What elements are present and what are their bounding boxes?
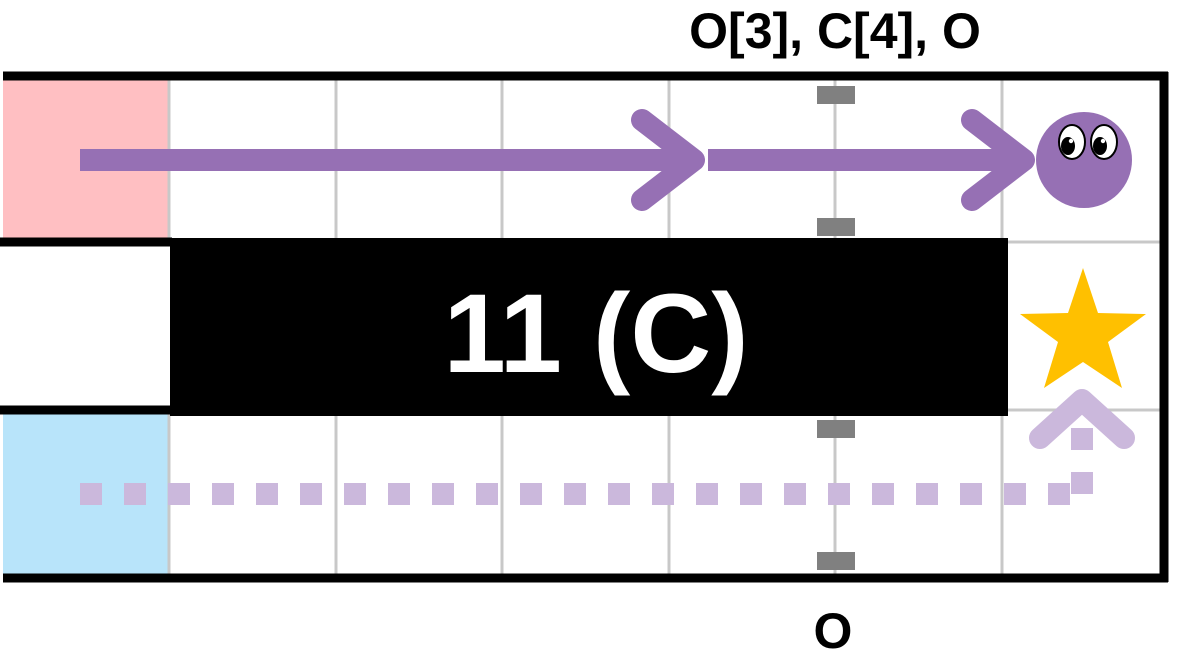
top-label: O[3], C[4], O	[689, 3, 981, 59]
wall-block	[170, 238, 1008, 416]
dotted-path	[80, 389, 1135, 505]
solid-path	[80, 109, 1035, 211]
gate-markers	[817, 86, 855, 570]
gate-marker	[817, 552, 855, 570]
chevron-arrow-icon	[631, 109, 705, 211]
chevron-arrow-icon	[961, 109, 1035, 211]
gold-star-icon	[1020, 268, 1146, 388]
bottom-label: O	[814, 603, 853, 653]
maze-border	[0, 71, 1169, 583]
gate-marker	[817, 218, 855, 236]
chevron-up-icon	[1029, 389, 1135, 449]
purple-blob-character-icon	[1036, 112, 1132, 208]
gate-marker	[817, 420, 855, 438]
wall-label: 11 (C)	[444, 271, 749, 396]
gate-marker	[817, 86, 855, 104]
